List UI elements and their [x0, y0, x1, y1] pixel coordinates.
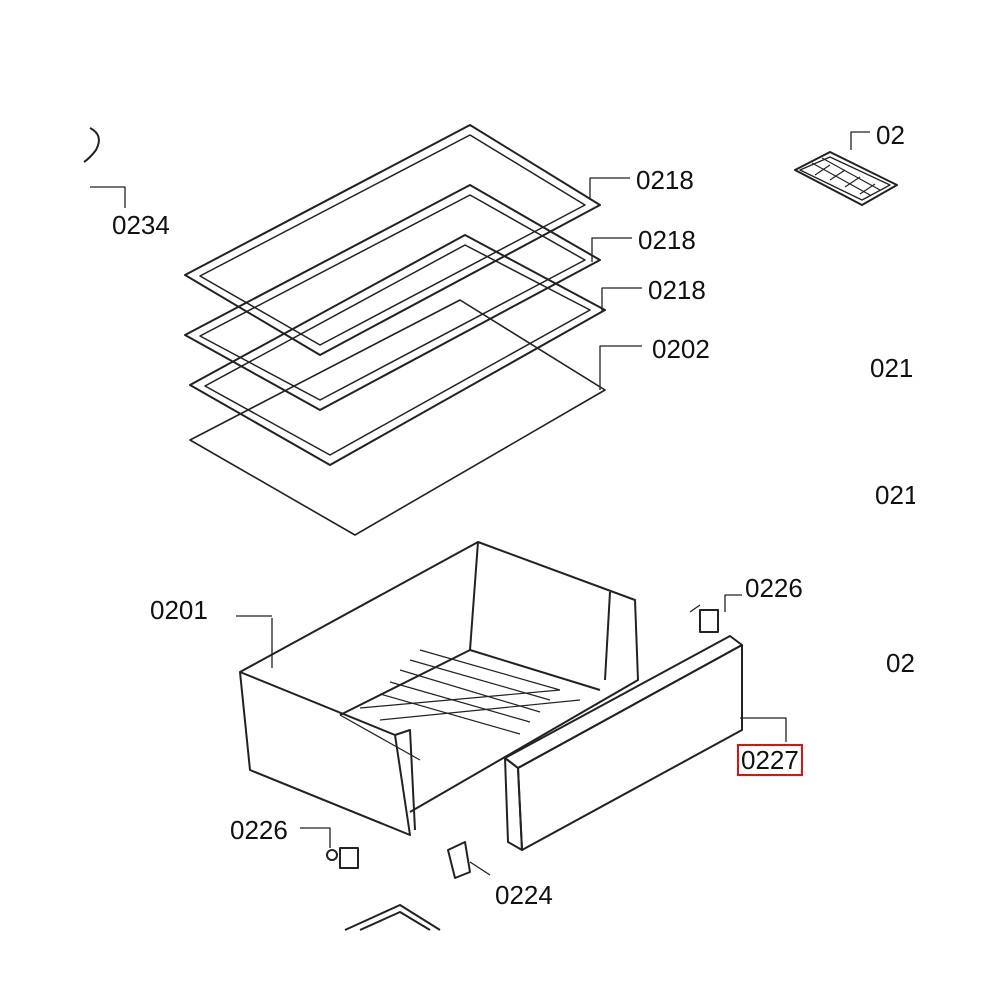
label-0218-1[interactable]: 0218	[636, 165, 694, 195]
door-part-0234[interactable]	[83, 127, 126, 208]
shelf-frame-1[interactable]	[184, 124, 630, 356]
label-0218-3[interactable]: 0218	[648, 275, 706, 305]
clip-0226-left[interactable]	[300, 827, 359, 869]
label-0224[interactable]: 0224	[495, 880, 553, 910]
bracket-0224[interactable]	[447, 841, 491, 879]
label-021-b[interactable]: 021	[875, 480, 919, 510]
label-0226-left[interactable]: 0226	[230, 815, 288, 845]
lower-drawer-partial	[344, 904, 441, 931]
drawer-0201[interactable]	[236, 541, 639, 836]
clip-0226-right[interactable]	[689, 594, 742, 633]
label-0226-right[interactable]: 0226	[745, 573, 803, 603]
label-0202[interactable]: 0202	[652, 334, 710, 364]
label-02[interactable]: 02	[886, 648, 915, 678]
glass-plate[interactable]	[189, 299, 642, 536]
label-0234[interactable]: 0234	[112, 210, 170, 240]
label-0201[interactable]: 0201	[150, 595, 208, 625]
shelf-frame-2[interactable]	[184, 184, 632, 411]
ice-tray[interactable]	[794, 131, 898, 206]
label-0218-2[interactable]: 0218	[638, 225, 696, 255]
shelf-frame-3[interactable]	[189, 234, 642, 466]
label-ice-tray[interactable]: 02	[876, 120, 905, 150]
label-0227-highlighted[interactable]: 0227	[737, 744, 803, 776]
label-021-a[interactable]: 021	[870, 353, 914, 383]
right-clip-mask	[915, 0, 1000, 1000]
drawer-front-0227[interactable]	[504, 635, 787, 851]
